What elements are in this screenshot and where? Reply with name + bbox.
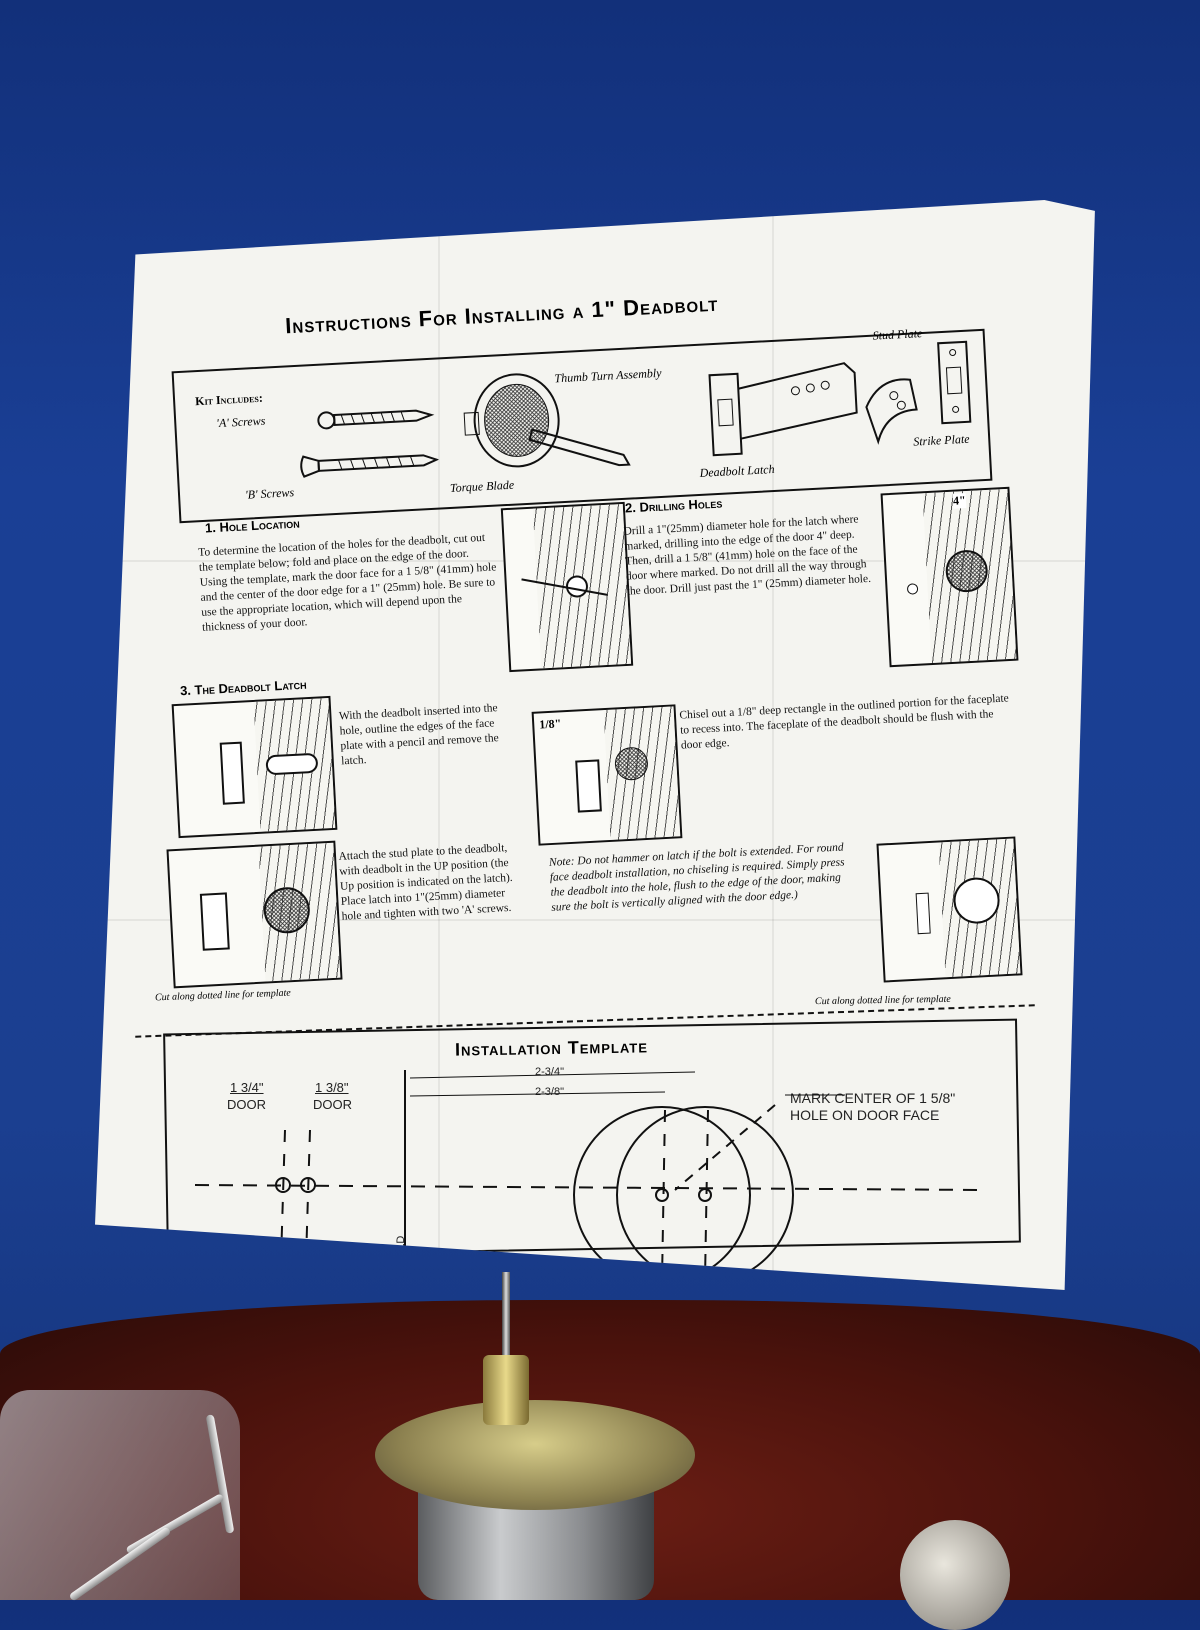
coin xyxy=(900,1520,1010,1630)
spindle-collar xyxy=(483,1355,529,1425)
cut-label-right: Cut along dotted line for template xyxy=(814,993,951,1008)
step3c-illustration xyxy=(166,840,343,989)
kit-heading: Kit Includes: xyxy=(194,390,264,409)
stud-plate-icon xyxy=(865,378,918,445)
thumb-turn-plate xyxy=(375,1400,695,1510)
torque-blade xyxy=(502,1272,510,1422)
deadbolt-latch-icon xyxy=(708,362,858,457)
b-screw-icon xyxy=(300,454,440,478)
deadbolt-latch-label: Deadbolt Latch xyxy=(699,461,775,480)
cut-label-left: Cut along dotted line for template xyxy=(154,987,291,1004)
b-screws-label: 'B' Screws xyxy=(244,485,295,502)
strike-plate-icon xyxy=(937,340,972,425)
step3-text-a: With the deadbolt inserted into the hole… xyxy=(338,702,499,768)
template-door-b: 1 3/8" xyxy=(315,1080,349,1095)
kit-includes-box: Kit Includes: 'A' Screws 'B' Screws Thum… xyxy=(171,326,993,524)
template-drawing xyxy=(194,1070,986,1280)
step2-illustration: 4" xyxy=(880,486,1019,668)
template-dist-b: 2-3/8" xyxy=(535,1086,564,1098)
thumb-turn-icon xyxy=(463,373,560,468)
step1-illustration xyxy=(500,501,634,673)
template-door-a: 1 3/4" xyxy=(230,1080,264,1095)
template-door-a-word: DOOR xyxy=(227,1097,266,1112)
step3-heading: 3. The Deadbolt Latch xyxy=(179,676,307,699)
strike-plate-label: Strike Plate xyxy=(912,431,970,449)
step3a-illustration xyxy=(171,695,338,839)
step3-text-b: Chisel out a 1/8" deep rectangle in the … xyxy=(679,692,1010,752)
step3b-illustration: 1/8" xyxy=(531,704,683,846)
a-screw-icon xyxy=(317,409,435,430)
step3-note: Note: Do not hammer on latch if the bolt… xyxy=(548,841,845,914)
step1-text: To determine the location of the holes f… xyxy=(197,531,497,634)
sheet-title: Instructions For Installing a 1" Deadbol… xyxy=(284,290,719,339)
step2-text: Drill a 1"(25mm) diameter hole for the l… xyxy=(623,513,872,598)
stud-plate-label: Stud Plate xyxy=(872,326,923,343)
template-mark-text: MARK CENTER OF 1 5/8" HOLE ON DOOR FACE xyxy=(790,1090,956,1123)
instruction-sheet: Instructions For Installing a 1" Deadbol… xyxy=(95,200,1095,1290)
a-screws-label: 'A' Screws xyxy=(215,413,266,431)
step3d-illustration xyxy=(876,836,1023,983)
template-door-b-word: DOOR xyxy=(313,1097,352,1112)
torque-blade-icon xyxy=(528,428,631,467)
torque-blade-label: Torque Blade xyxy=(449,477,515,495)
thumb-turn-label: Thumb Turn Assembly xyxy=(554,365,662,386)
step3-text-c: Attach the stud plate to the deadbolt, w… xyxy=(338,842,513,923)
